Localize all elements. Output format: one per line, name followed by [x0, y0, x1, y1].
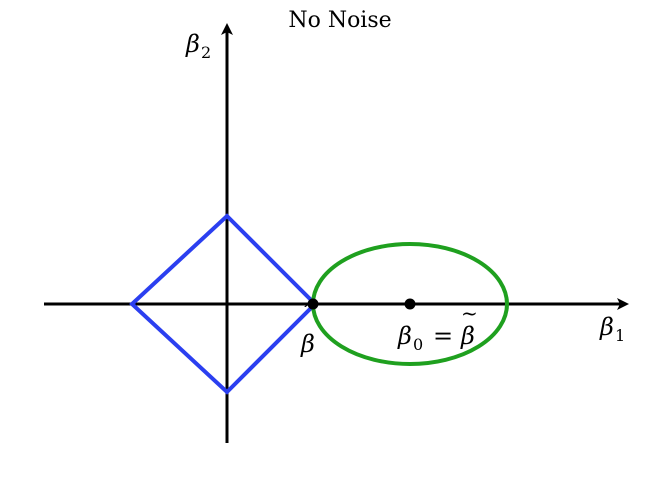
beta2-symbol: β — [185, 30, 200, 58]
beta0-subscript: 0 — [413, 335, 423, 354]
true-parameter-label: β 0 = ~ β — [397, 301, 478, 354]
equals-sign: = — [433, 322, 453, 350]
l1-constraint-diamond — [129, 213, 318, 395]
hat-accent: ^ — [302, 297, 319, 321]
beta1-axis-label: β 1 — [599, 313, 625, 345]
beta2-subscript: 2 — [201, 43, 211, 62]
lasso-estimate-point — [307, 298, 319, 310]
beta2-axis-label: β 2 — [185, 30, 211, 62]
lasso-estimate-label: ^ β — [300, 297, 319, 358]
beta1-symbol: β — [599, 313, 614, 341]
diagram-title: No Noise — [288, 8, 391, 33]
true-parameter-point — [404, 298, 416, 310]
beta-hat-symbol: β — [300, 330, 315, 358]
beta1-subscript: 1 — [615, 326, 625, 345]
tilde-accent: ~ — [461, 301, 478, 325]
beta-tilde-symbol: β — [460, 322, 475, 350]
beta0-symbol: β — [397, 322, 412, 350]
